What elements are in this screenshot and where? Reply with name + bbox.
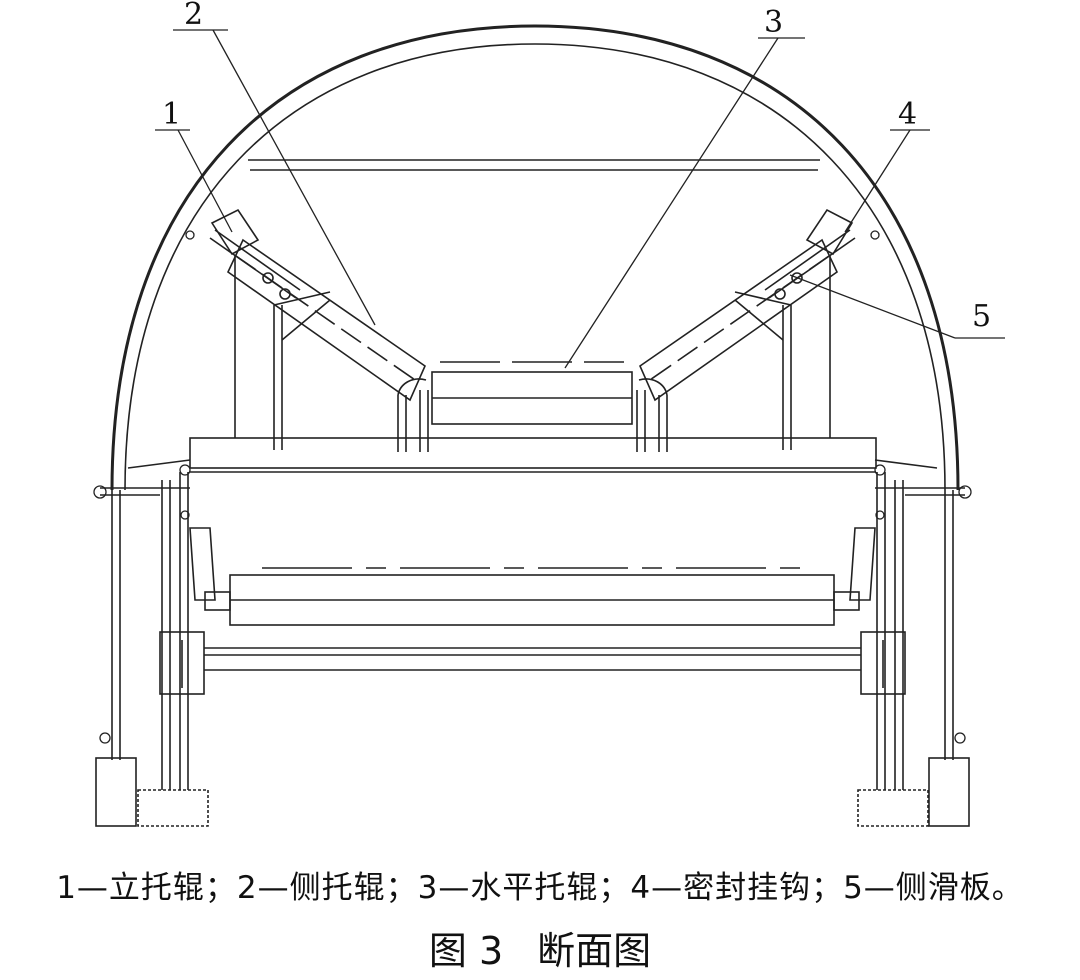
callout-2: 2: [184, 0, 203, 32]
drawing-strokes: [93, 24, 1005, 827]
left-vertical-roller: [210, 208, 291, 300]
arch-cover-outer: [110, 24, 960, 491]
callout-5: 5: [972, 299, 991, 334]
right-side-roller: [639, 229, 856, 402]
right-roller-supports: [636, 291, 792, 452]
figure-caption: 图 3 断面图: [0, 920, 1080, 973]
right-foundation: [857, 757, 970, 827]
left-legs: [100, 459, 191, 790]
legend-text: 1—立托辊；2—侧托辊；3—水平托辊；4—密封挂钩；5—侧滑板。: [56, 870, 1024, 906]
figure-number: 图 3: [428, 929, 504, 973]
left-return-bracket: [189, 527, 216, 601]
bolts: [93, 230, 972, 744]
left-roller-supports: [273, 291, 429, 452]
left-foundation: [95, 757, 209, 827]
figure-title: 断面图: [537, 929, 652, 973]
horizontal-roller: [431, 361, 633, 425]
right-vertical-roller: [774, 208, 854, 300]
upper-frame-plate: [189, 437, 877, 469]
callout-1: 1: [162, 97, 181, 132]
left-side-roller: [209, 229, 426, 402]
callout-3: 3: [764, 5, 783, 40]
callout-4: 4: [898, 97, 917, 132]
arch-cover-inner: [124, 43, 946, 491]
leader-lines: [155, 29, 1005, 369]
return-roller: [204, 567, 860, 626]
right-legs: [874, 459, 965, 790]
right-return-bracket: [849, 527, 876, 601]
cross-section-drawing: 2 1 3 4 5: [93, 0, 1005, 827]
lower-crossbeam: [159, 631, 906, 695]
